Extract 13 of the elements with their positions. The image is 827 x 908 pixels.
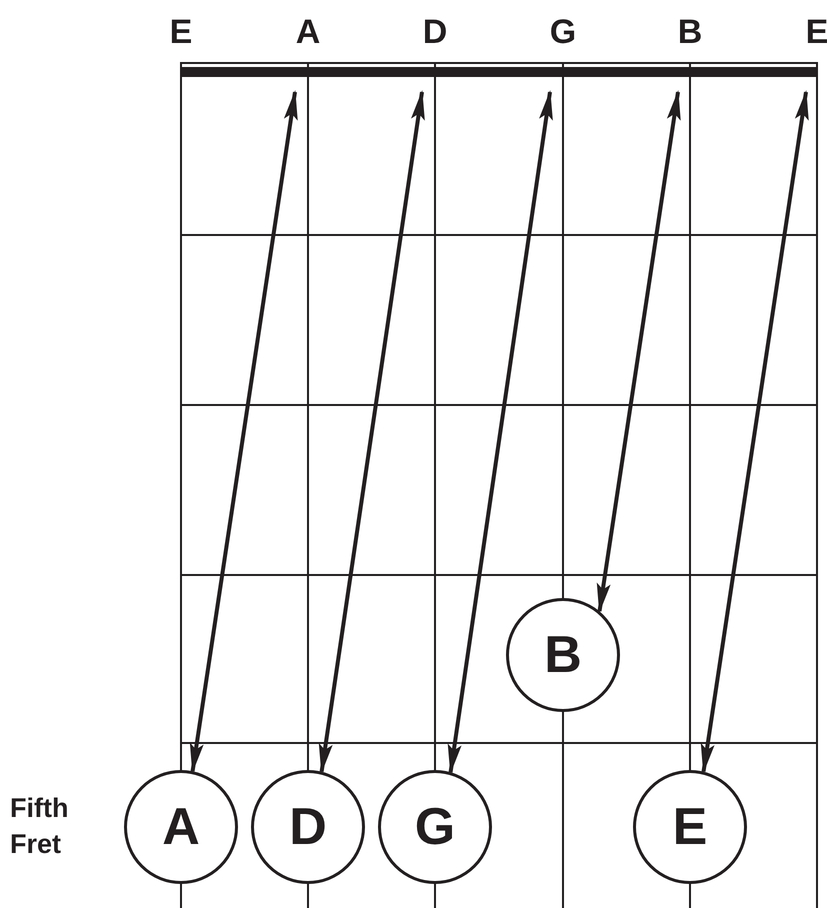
note-name: G xyxy=(414,799,456,855)
note-name: A xyxy=(162,799,200,855)
string-name: G xyxy=(548,12,578,52)
note-name: B xyxy=(544,627,582,683)
string-name: B xyxy=(676,12,704,52)
string-name: A xyxy=(294,12,322,52)
string-name: D xyxy=(422,12,448,52)
note-name: D xyxy=(289,799,327,855)
fret-label: Fifth Fret xyxy=(10,792,70,861)
string-name: E xyxy=(168,12,194,52)
string-name: E xyxy=(804,12,827,52)
double-arrow xyxy=(596,90,681,614)
note-name: E xyxy=(672,799,708,855)
